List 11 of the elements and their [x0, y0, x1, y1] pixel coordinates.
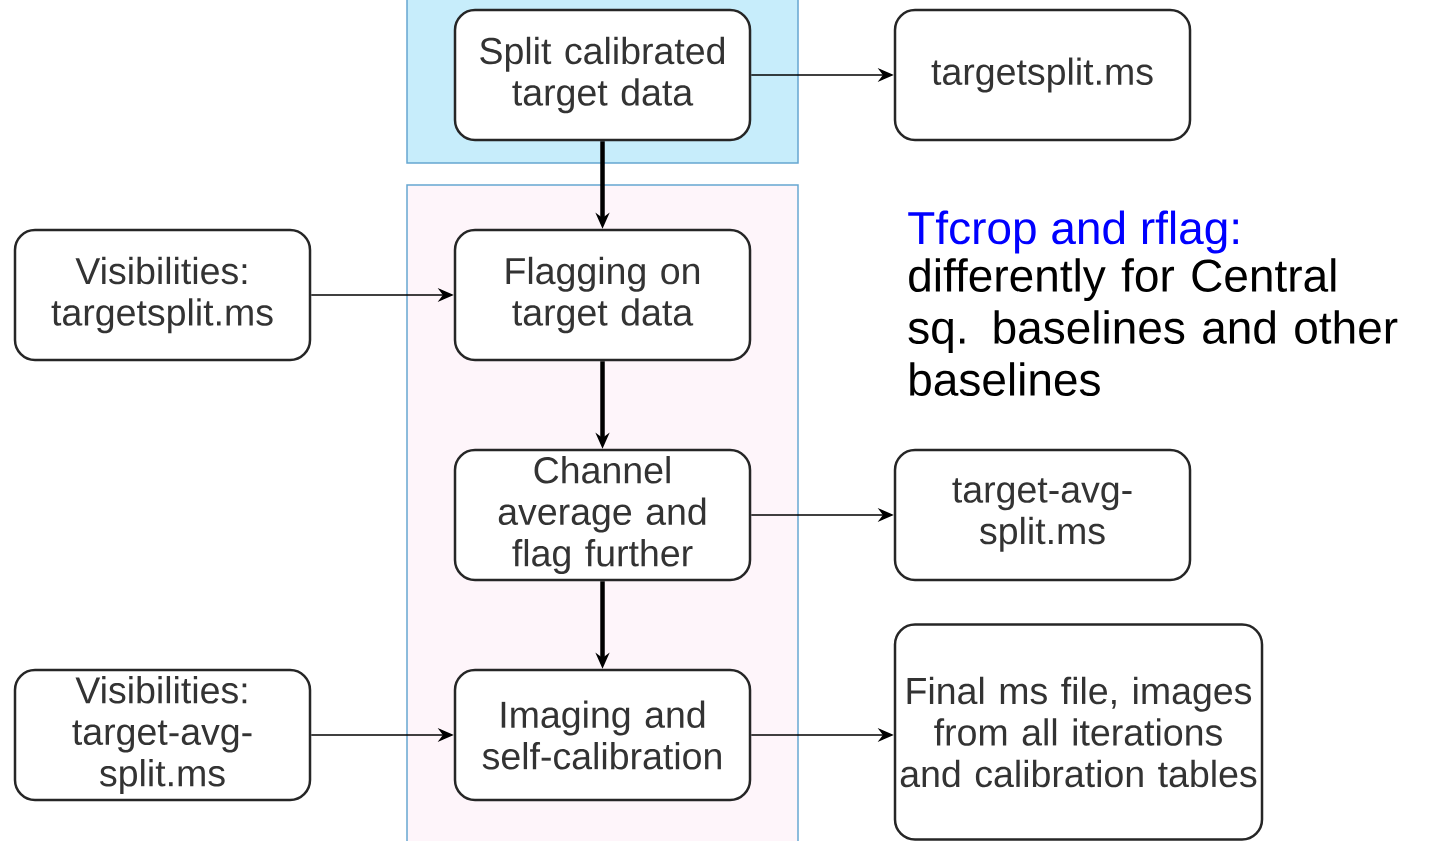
process-box: targetsplit.ms [893, 8, 1192, 142]
note-heading: Tfcrop and rflag: [908, 210, 1238, 254]
process-box: Flagging on target data [453, 228, 752, 362]
process-box: Final ms file, images from all iterations and calibration tables [893, 623, 1264, 841]
process-box: Visibilities: target-avg-split.ms [13, 668, 312, 802]
note-text: differently for Central sq. baselines and other baselines [908, 258, 1398, 396]
process-box: target-avg-split.ms [893, 448, 1192, 582]
process-box: Visibilities: targetsplit.ms [13, 228, 312, 362]
process-box: Imaging and self-calibration [453, 668, 752, 802]
process-box: Split calibrated target data [453, 8, 752, 142]
process-box: Channel average and flag further [453, 448, 752, 582]
